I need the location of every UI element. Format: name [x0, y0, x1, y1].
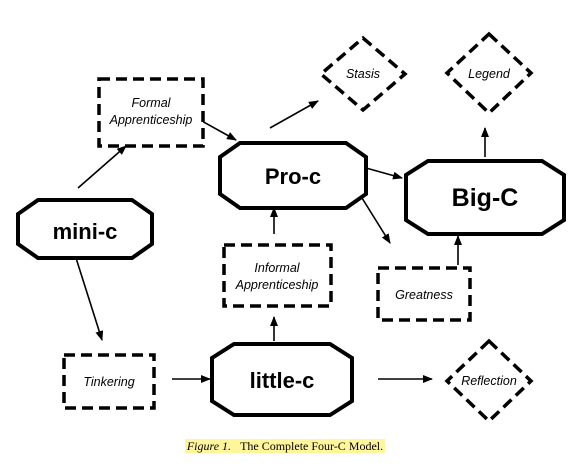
arrow-pro-to-greatness	[361, 197, 391, 244]
caption-text: The Complete Four-C Model.	[240, 439, 384, 453]
stasis-label: Stasis	[346, 67, 380, 81]
big-c-label: Big-C	[452, 184, 519, 212]
greatness-box	[376, 266, 472, 322]
arrow-pro-to-big	[365, 167, 403, 180]
little-c-label: little-c	[250, 368, 315, 393]
formal-apprenticeship-box	[97, 77, 205, 148]
big-c-node	[404, 159, 566, 236]
arrow-mini-to-tinkering	[75, 257, 104, 341]
pro-c-node	[218, 141, 368, 210]
little-c-node	[210, 342, 354, 417]
formal-apprenticeship-label-line1: Formal	[132, 96, 172, 110]
caption-figure-label: Figure 1.	[186, 439, 232, 453]
reflection-label: Reflection	[461, 374, 517, 388]
mini-c-node	[16, 198, 154, 260]
mini-c-label: mini-c	[53, 219, 118, 244]
tinkering-label: Tinkering	[83, 375, 134, 389]
figure-caption: Figure 1. The Complete Four-C Model.	[0, 437, 570, 455]
legend-label: Legend	[468, 67, 511, 81]
arrow-mini-to-formal	[77, 145, 127, 189]
informal-apprenticeship-box	[222, 243, 333, 308]
greatness-label: Greatness	[395, 288, 453, 302]
legend-diamond	[444, 31, 534, 116]
stasis-diamond	[318, 35, 408, 113]
tinkering-box	[62, 353, 156, 410]
arrow-formal-to-pro	[199, 119, 237, 141]
reflection-diamond	[444, 338, 534, 424]
informal-apprenticeship-label-line2: Apprenticeship	[235, 278, 319, 292]
four-c-diagram: mini-c Pro-c Big-C little-c Formal Appre…	[16, 31, 566, 424]
formal-apprenticeship-label-line2: Apprenticeship	[109, 113, 193, 127]
caption-highlight: Figure 1. The Complete Four-C Model.	[184, 439, 386, 453]
pro-c-label: Pro-c	[265, 164, 321, 189]
informal-apprenticeship-label-line1: Informal	[254, 261, 300, 275]
arrow-pro-to-stasis	[269, 100, 319, 129]
